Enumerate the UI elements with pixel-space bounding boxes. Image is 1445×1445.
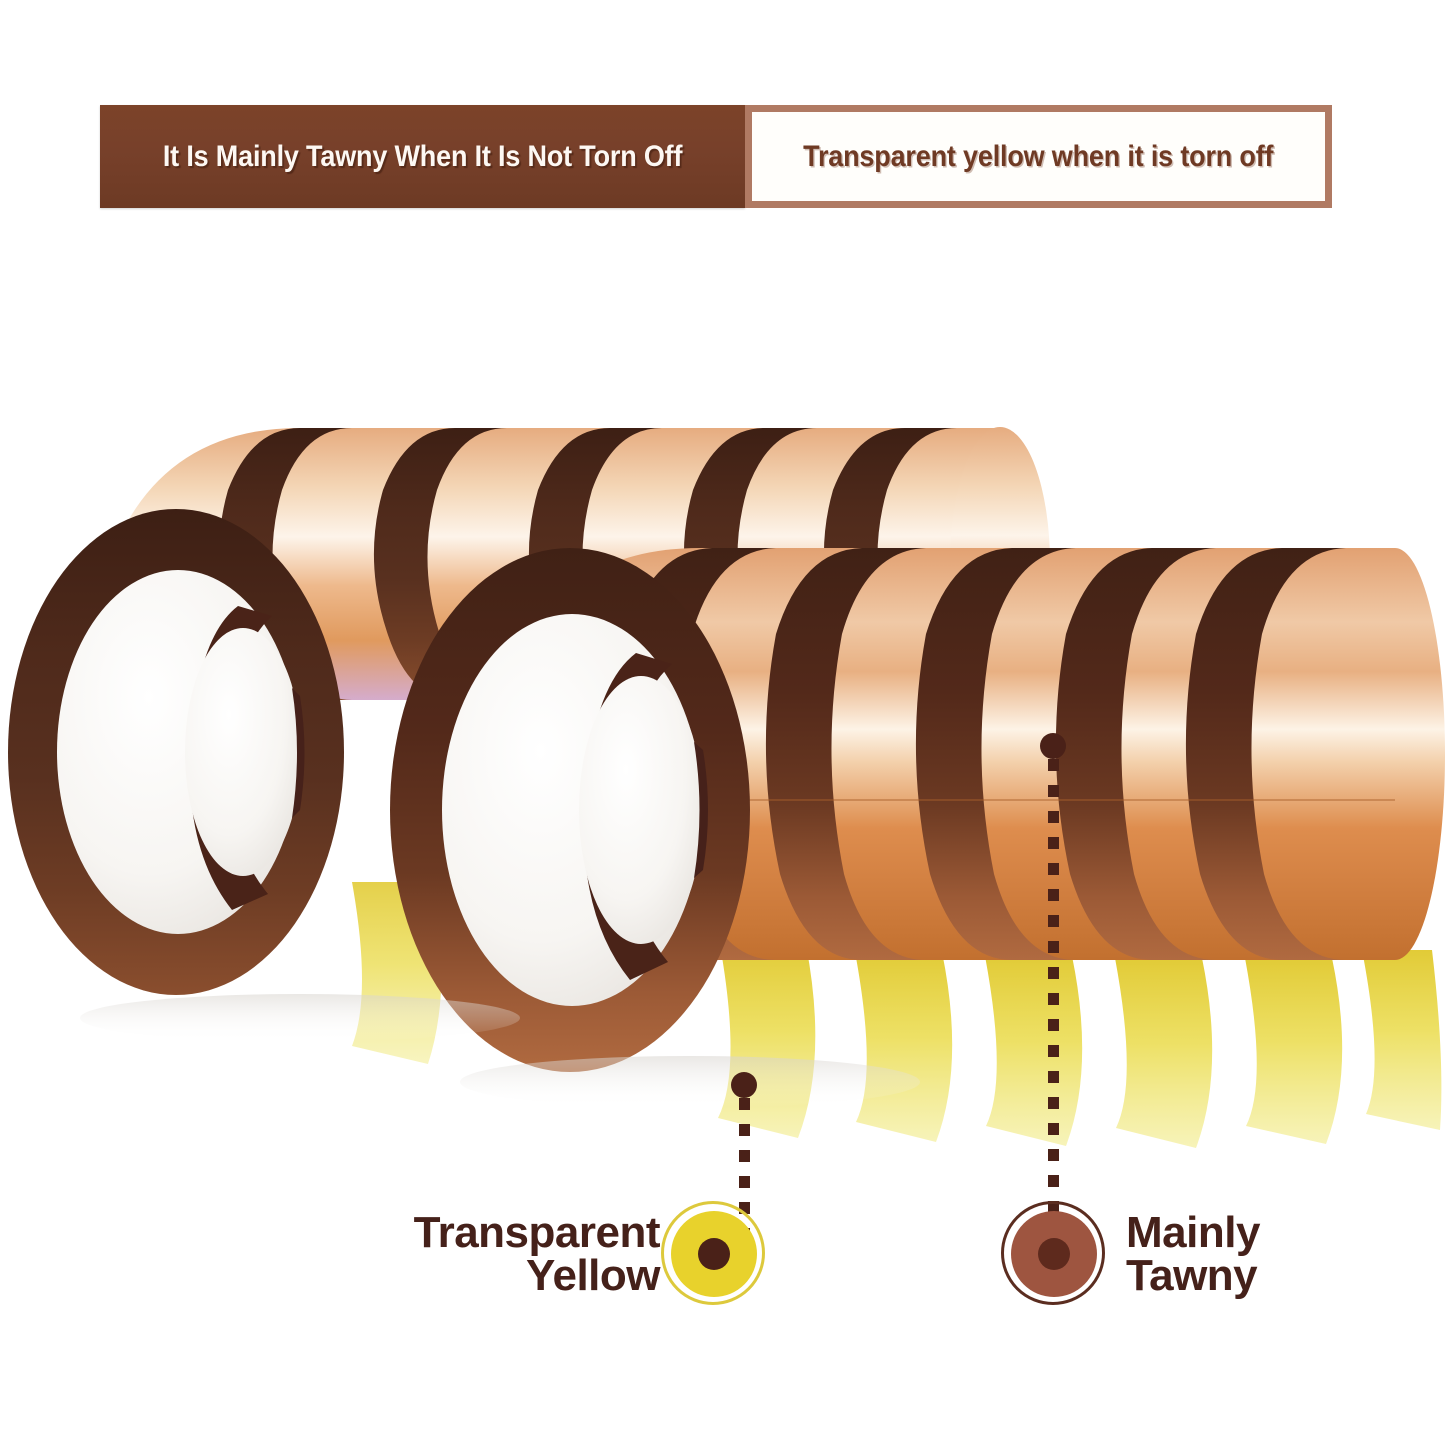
tape-roll-back-face xyxy=(8,509,344,995)
callout-mainly-tawny-label: Mainly Tawny xyxy=(1126,1207,1260,1300)
headline-banner-row: It Is Mainly Tawny When It Is Not Torn O… xyxy=(100,105,1332,208)
leader-line-transparent-yellow xyxy=(731,1072,757,1247)
leader-line-mainly-tawny xyxy=(1040,733,1066,1248)
callout-mainly-tawny: Mainly Tawny xyxy=(1000,1200,1400,1308)
leader-dashes-yellow xyxy=(739,1098,750,1247)
marker-ring-yellow xyxy=(661,1201,765,1305)
product-photo-tape-rolls xyxy=(0,370,1445,1160)
leader-origin-dot-yellow xyxy=(731,1072,757,1098)
leader-origin-dot-tawny xyxy=(1040,733,1066,759)
mainly-tawny-marker xyxy=(1000,1200,1108,1308)
tape-roll-front-face xyxy=(390,548,750,1072)
marker-center-yellow xyxy=(698,1238,730,1270)
tape-rolls-illustration xyxy=(0,370,1445,1160)
banner-mainly-tawny-label: It Is Mainly Tawny When It Is Not Torn O… xyxy=(162,139,683,173)
transparent-yellow-marker xyxy=(660,1200,768,1308)
callout-transparent-yellow: Transparent Yellow xyxy=(380,1200,810,1308)
banner-mainly-tawny: It Is Mainly Tawny When It Is Not Torn O… xyxy=(100,105,745,208)
tape-roll-front-row xyxy=(390,548,1445,1072)
marker-center-tawny xyxy=(1038,1238,1070,1270)
leader-dashes-tawny xyxy=(1048,759,1059,1248)
callout-transparent-yellow-label: Transparent Yellow xyxy=(413,1207,661,1300)
marker-ring-tawny xyxy=(1001,1201,1105,1305)
banner-transparent-yellow: Transparent yellow when it is torn off xyxy=(745,105,1332,208)
banner-transparent-yellow-label: Transparent yellow when it is torn off xyxy=(803,139,1274,173)
